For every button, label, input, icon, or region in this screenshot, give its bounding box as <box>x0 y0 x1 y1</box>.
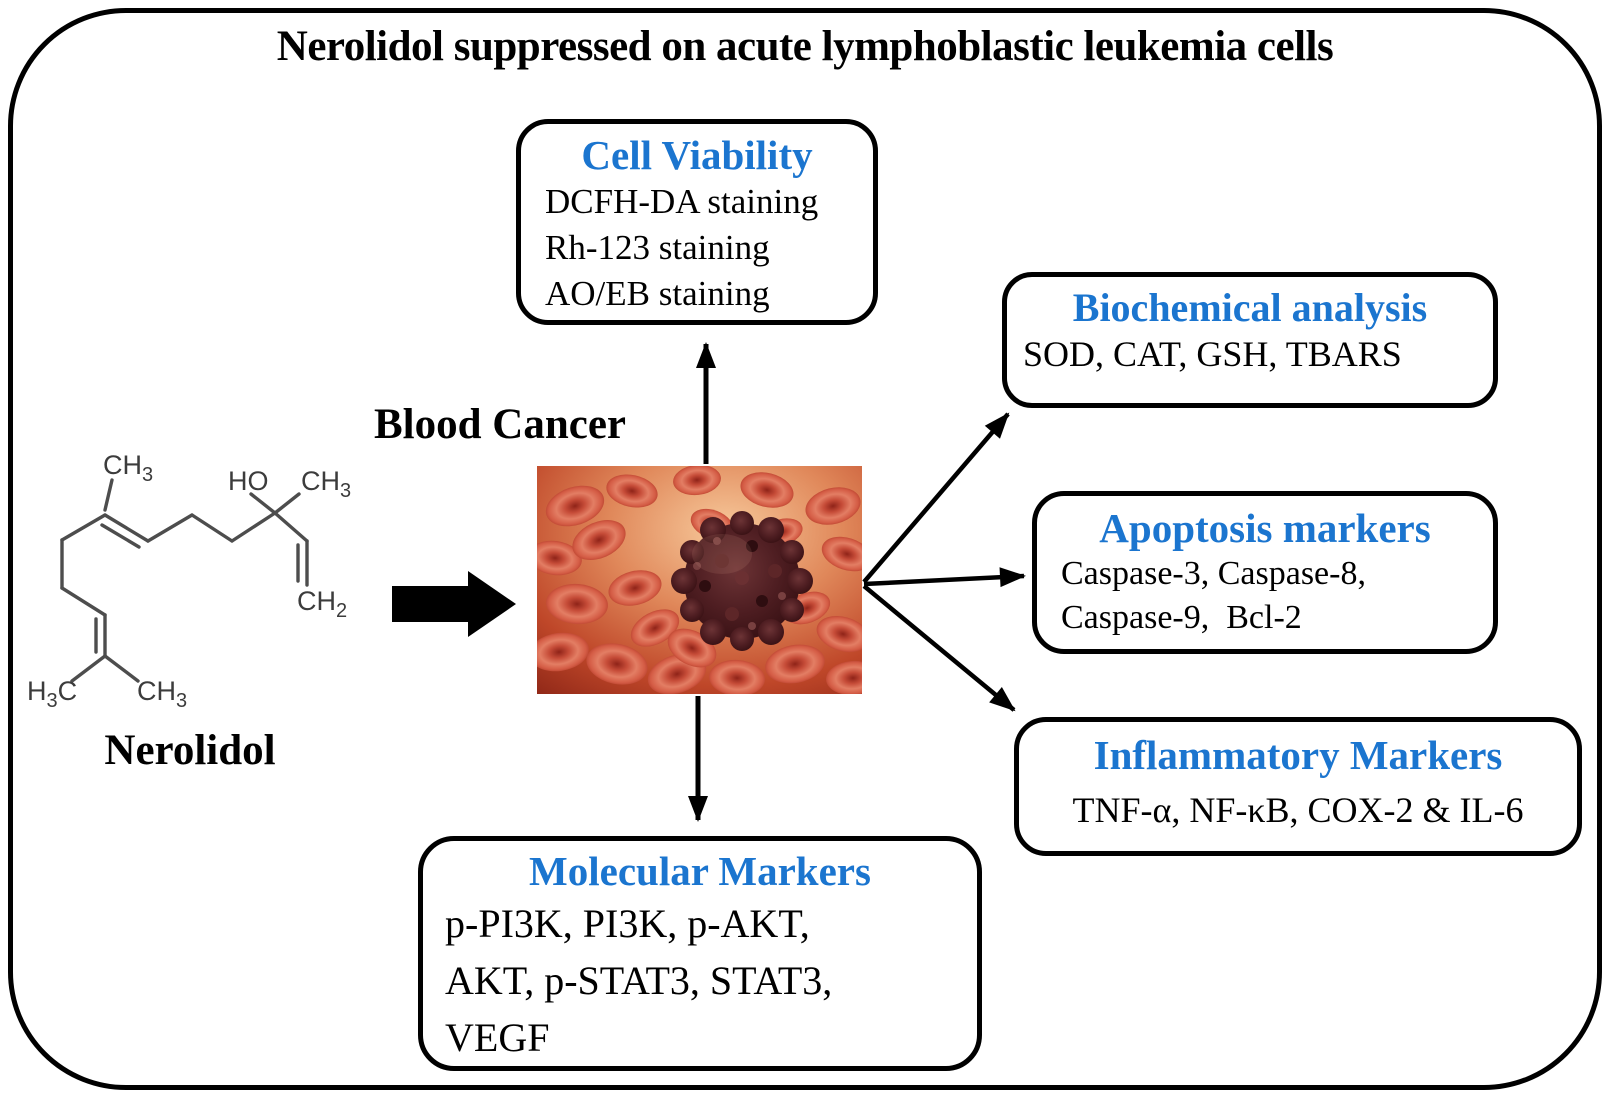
apoptosis-markers-title: Apoptosis markers <box>1099 505 1431 551</box>
block-arrow <box>392 571 516 637</box>
cell-viability-line: Rh-123 staining <box>545 228 770 268</box>
arrow-to-biochemical-analysis <box>862 412 1010 584</box>
cell-viability-title: Cell Viability <box>581 132 813 178</box>
molecular-markers-title: Molecular Markers <box>529 848 871 894</box>
apoptosis-markers-line: Caspase-9, Bcl-2 <box>1061 599 1302 637</box>
atom-label-ch3-topright: CH3 <box>301 466 351 502</box>
cell-viability-box: Cell Viability DCFH-DA staining Rh-123 s… <box>516 119 878 325</box>
blood-cancer-image <box>537 466 862 694</box>
atom-label-h3c: H3C <box>27 676 77 712</box>
figure-title: Nerolidol suppressed on acute lymphoblas… <box>276 23 1334 70</box>
atom-label-ch3-bottom: CH3 <box>137 676 187 712</box>
atom-label-ch2: CH2 <box>297 586 347 622</box>
arrow-to-apoptosis-markers <box>863 567 1026 588</box>
outer-frame <box>8 8 1602 1090</box>
molecular-markers-line: VEGF <box>445 1015 550 1061</box>
apoptosis-markers-line: Caspase-3, Caspase-8, <box>1061 555 1366 593</box>
molecular-markers-line: p-PI3K, PI3K, p-AKT, <box>445 901 810 947</box>
arrow-to-inflammatory-markers <box>862 584 1016 712</box>
molecule-caption: Nerolidol <box>104 727 276 774</box>
inflammatory-markers-title: Inflammatory Markers <box>1093 732 1503 778</box>
nerolidol-structure: CH3 HO CH3 CH2 H3C CH3 <box>27 450 351 712</box>
molecular-markers-line: AKT, p-STAT3, STAT3, <box>445 958 833 1004</box>
cancer-cell <box>671 511 813 651</box>
biochemical-analysis-line: SOD, CAT, GSH, TBARS <box>1023 334 1402 374</box>
cell-viability-line: AO/EB staining <box>545 274 770 314</box>
biochemical-analysis-box: Biochemical analysis SOD, CAT, GSH, TBAR… <box>1002 272 1498 408</box>
blood-cancer-label: Blood Cancer <box>374 401 627 448</box>
inflammatory-markers-line: TNF-α, NF-κB, COX-2 & IL-6 <box>1072 790 1524 831</box>
molecular-markers-box: Molecular Markers p-PI3K, PI3K, p-AKT, A… <box>418 836 982 1071</box>
atom-label-ho: HO <box>228 466 269 496</box>
cell-viability-line: DCFH-DA staining <box>545 182 819 222</box>
apoptosis-markers-box: Apoptosis markers Caspase-3, Caspase-8, … <box>1032 491 1498 654</box>
biochemical-analysis-title: Biochemical analysis <box>1072 285 1428 330</box>
inflammatory-markers-box: Inflammatory Markers TNF-α, NF-κB, COX-2… <box>1014 717 1582 856</box>
atom-label-ch3-topleft: CH3 <box>103 450 153 486</box>
